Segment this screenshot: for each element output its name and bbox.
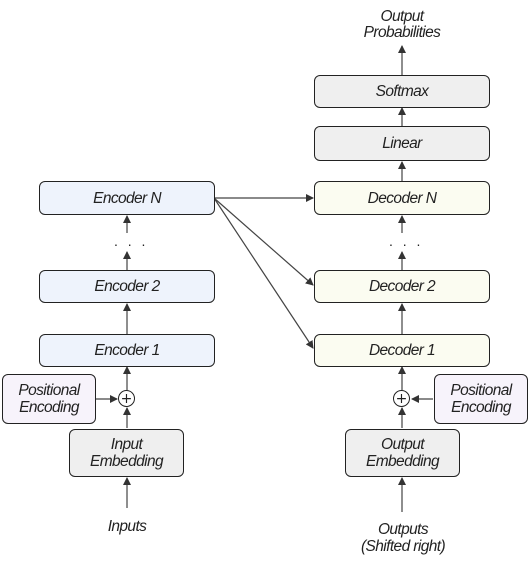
inputs-label: Inputs xyxy=(107,518,147,535)
encoder-ellipsis: . . . xyxy=(114,233,149,249)
decoder-1-box: Decoder 1 xyxy=(314,334,490,367)
outputs-label: Outputs (Shifted right) xyxy=(360,521,446,555)
encoder-positional-encoding-box: Positional Encoding xyxy=(2,374,96,424)
encoder-n-box: Encoder N xyxy=(39,181,215,215)
decoder-ellipsis: . . . xyxy=(389,233,424,249)
decoder-add-icon: + xyxy=(393,390,410,407)
arrow-encoderN-to-decoder1 xyxy=(213,197,314,349)
encoder-add-icon: + xyxy=(118,390,135,407)
decoder-positional-encoding-box: Positional Encoding xyxy=(434,374,528,424)
encoder-1-box: Encoder 1 xyxy=(39,334,215,367)
linear-box: Linear xyxy=(314,126,490,161)
decoder-2-box: Decoder 2 xyxy=(314,270,490,303)
decoder-n-box: Decoder N xyxy=(314,181,490,215)
arrow-encoderN-to-decoder2 xyxy=(213,197,314,286)
output-probabilities-label: Output Probabilities xyxy=(363,8,441,41)
encoder-2-box: Encoder 2 xyxy=(39,270,215,303)
output-embedding-box: Output Embedding xyxy=(345,429,460,477)
input-embedding-box: Input Embedding xyxy=(69,429,184,477)
softmax-box: Softmax xyxy=(314,75,490,108)
